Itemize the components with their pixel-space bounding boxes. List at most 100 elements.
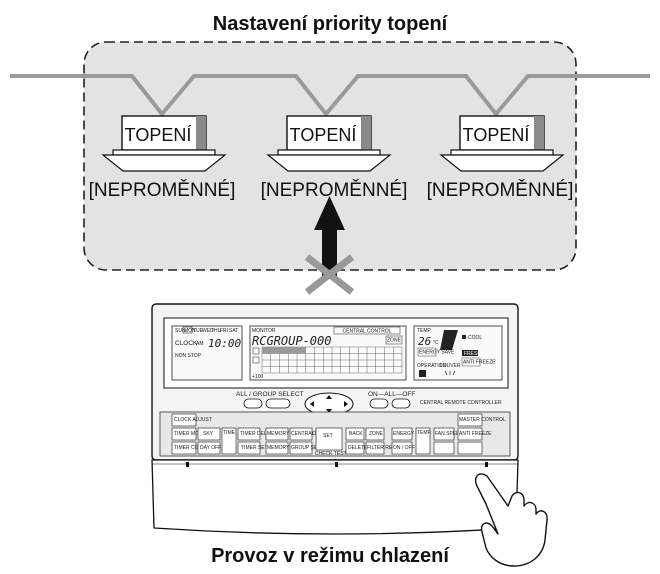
fresh-badge bbox=[462, 350, 478, 356]
cool-icon bbox=[462, 335, 466, 339]
energy-save-box bbox=[417, 347, 437, 357]
unit-diffuser bbox=[101, 154, 227, 172]
clock-adjust-button[interactable] bbox=[171, 413, 197, 427]
day-off-label: DAY OFF bbox=[200, 445, 221, 451]
sky-button[interactable] bbox=[197, 427, 221, 441]
anti-freeze-button[interactable] bbox=[457, 427, 483, 441]
unit-diffuser bbox=[266, 154, 392, 172]
anti-freeze-box bbox=[461, 357, 481, 367]
unit-side-shade bbox=[196, 116, 206, 150]
cover-hinge bbox=[335, 462, 338, 467]
unit-status-label: [NEPROMĚNNÉ] bbox=[427, 179, 574, 201]
timer-mode-button[interactable] bbox=[171, 427, 197, 441]
monitor-label: MONITOR bbox=[252, 328, 276, 334]
unit-side-shade bbox=[534, 116, 544, 150]
all-on-button[interactable] bbox=[369, 398, 389, 409]
day-label: SUN bbox=[175, 328, 186, 334]
group-setting-label: GROUP SETTING bbox=[291, 445, 332, 451]
cross-mark-stroke bbox=[304, 254, 355, 295]
temp-button[interactable] bbox=[415, 427, 431, 455]
unit-diffuser bbox=[439, 154, 565, 172]
day-off-button[interactable] bbox=[197, 441, 221, 455]
cool-label: COOL bbox=[468, 335, 482, 341]
clock-value: 10:00 bbox=[208, 337, 241, 350]
mode-button[interactable] bbox=[433, 441, 455, 455]
fan-bar-icon bbox=[440, 330, 458, 350]
delete-label: DELETE bbox=[348, 445, 368, 451]
indoor-unit-body bbox=[459, 115, 545, 151]
day-row: SUN MON TUE WED THU FRI SAT bbox=[175, 326, 238, 334]
clock-label: CLOCK bbox=[175, 340, 198, 347]
unit-mode-label: TOPENÍ bbox=[290, 125, 357, 145]
button-group-timer: CLOCK ADJUST TIMER MODE TIMER COPY SKY D… bbox=[171, 413, 277, 455]
memory-setting-button[interactable] bbox=[265, 441, 289, 455]
time-label: TIME bbox=[223, 430, 236, 436]
timer-set-label: TIMER SET bbox=[241, 445, 268, 451]
indoor-unit-3: TOPENÍ [NEPROMĚNNÉ] bbox=[427, 115, 574, 201]
temp-label: TEMP. bbox=[417, 328, 432, 334]
memory-operation-button[interactable] bbox=[265, 427, 289, 441]
arrow-up-icon bbox=[326, 395, 332, 399]
central-control-box bbox=[333, 326, 401, 335]
energy-save-button-label: ENERGY SAVE bbox=[393, 431, 429, 437]
operation-label: OPERATION bbox=[417, 363, 446, 369]
unit-lip bbox=[112, 149, 216, 156]
timer-delete-label: TIMER DELETE bbox=[240, 431, 277, 437]
delete-button[interactable] bbox=[345, 441, 365, 455]
back-label: BACK bbox=[349, 431, 363, 437]
zone-label: ZONE bbox=[387, 338, 402, 344]
timer-copy-button[interactable] bbox=[171, 441, 197, 455]
on-all-off-label: ON—ALL—OFF bbox=[368, 391, 415, 398]
day-label: WED bbox=[202, 328, 214, 334]
controller-brand-label: CENTRAL REMOTE CONTROLLER bbox=[420, 400, 502, 406]
group-select-button[interactable] bbox=[265, 398, 291, 409]
indoor-unit-1: TOPENÍ [NEPROMĚNNÉ] bbox=[89, 115, 235, 201]
zone-grid-highlight bbox=[262, 347, 306, 354]
back-button[interactable] bbox=[345, 427, 365, 441]
all-off-button[interactable] bbox=[391, 398, 411, 409]
master-control-button[interactable] bbox=[457, 413, 483, 427]
sky-label: SKY bbox=[203, 431, 214, 437]
filter-reset-label: FILTER RESET bbox=[367, 445, 402, 451]
row-indicator bbox=[252, 347, 260, 355]
day-label: TUE bbox=[193, 328, 204, 334]
central-control-button[interactable] bbox=[289, 427, 313, 441]
energy-save-indicator: ENERGY SAVE bbox=[419, 350, 455, 356]
louver-button[interactable] bbox=[457, 441, 483, 455]
day-label: SAT bbox=[229, 328, 238, 334]
day-label: FRI bbox=[220, 328, 228, 334]
controller-flip-cover[interactable] bbox=[151, 459, 519, 535]
central-remote-controller: SUN MON TUE WED THU FRI SAT CLOCK AM 10:… bbox=[151, 303, 519, 535]
cover-hinge bbox=[186, 462, 189, 467]
timer-delete-button[interactable] bbox=[237, 427, 261, 441]
set-button[interactable] bbox=[315, 427, 343, 451]
fan-speed-label: FAN SPEED bbox=[435, 431, 463, 437]
am-indicator: AM bbox=[196, 341, 204, 347]
day-highlight bbox=[182, 326, 193, 334]
fan-speed-button[interactable] bbox=[433, 427, 455, 441]
zone-button-label: ZONE bbox=[369, 431, 384, 437]
button-group-operation: ENERGY SAVE ON / OFF TEMP. FAN SPEED MAS… bbox=[391, 413, 506, 455]
timer-set-button[interactable] bbox=[237, 441, 261, 455]
indoor-unit-2: TOPENÍ [NEPROMĚNNÉ] bbox=[261, 115, 407, 201]
arrow-down-icon bbox=[326, 409, 332, 413]
time-button[interactable] bbox=[221, 427, 237, 455]
clock-display bbox=[171, 325, 243, 381]
arrow-shaft bbox=[322, 228, 337, 278]
on-off-button[interactable] bbox=[391, 441, 413, 455]
unit-lip bbox=[450, 149, 554, 156]
all-select-button[interactable] bbox=[243, 398, 263, 409]
top-title: Nastavení priority topení bbox=[213, 13, 449, 35]
button-group-memory: MEMORY OPERATION CENTRAL CONTROL MEMORY … bbox=[265, 427, 347, 457]
set-label: SET bbox=[323, 433, 333, 439]
zone-button[interactable] bbox=[365, 427, 385, 441]
refrigerant-pipe bbox=[10, 74, 650, 118]
filter-reset-button[interactable] bbox=[365, 441, 385, 455]
group-setting-button[interactable] bbox=[289, 441, 313, 455]
zone-box bbox=[385, 335, 403, 345]
status-display bbox=[413, 325, 503, 381]
clock-adjust-label: CLOCK ADJUST bbox=[174, 417, 212, 423]
fresh-label: FRESH bbox=[464, 351, 481, 357]
energy-save-button[interactable] bbox=[391, 427, 413, 441]
